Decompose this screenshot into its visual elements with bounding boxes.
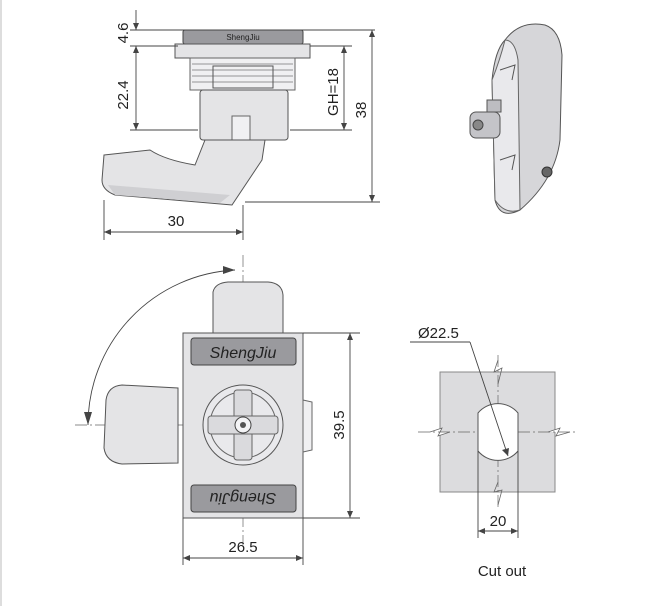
side-flange-text: ShengJiu: [226, 33, 259, 42]
perspective-screw-hole: [541, 166, 553, 178]
perspective-shaft-hole: [472, 119, 484, 131]
cutout-hole: [477, 403, 519, 461]
brand-bottom: ShengJiu: [210, 489, 277, 506]
perspective-clip-bottom: [499, 154, 516, 171]
perspective-view: [469, 23, 563, 214]
side-thread: [192, 63, 293, 83]
rotation-arc: [87, 269, 236, 426]
front-badge-top: [190, 337, 297, 366]
brand-top: ShengJiu: [210, 345, 277, 362]
side-view: ShengJiu: [101, 10, 380, 240]
side-handle-shadow: [108, 185, 230, 203]
dim-39-5: 39.5: [331, 410, 348, 439]
side-nut-window: [212, 65, 274, 89]
dim-38: 38: [353, 102, 370, 119]
dim-4-6: 4.6: [115, 23, 132, 44]
dim-30: 30: [168, 213, 185, 230]
front-badge-bottom: [190, 484, 297, 513]
perspective-face: [491, 39, 521, 212]
cutout-view: Ø22.5 20 Cut out: [410, 325, 578, 580]
dim-gh: GH=18: [325, 68, 342, 116]
dim-diameter: Ø22.5: [418, 325, 459, 342]
front-handle-top: [212, 281, 284, 335]
perspective-tab-top: [486, 99, 502, 113]
perspective-clip-top: [499, 64, 516, 81]
perspective-shaft: [469, 111, 501, 139]
cutout-label: Cut out: [478, 563, 527, 580]
front-handle-left: [103, 384, 179, 465]
dim-20: 20: [490, 513, 507, 530]
dim-26-5: 26.5: [228, 539, 257, 556]
front-keyhole-core: [240, 422, 246, 428]
front-view: ShengJiu ShengJiu 39.5 26.5: [75, 255, 360, 565]
front-side-nub: [302, 399, 313, 453]
dim-22-4: 22.4: [115, 80, 132, 109]
side-nut: [189, 57, 296, 91]
side-flange-plate: [174, 43, 311, 59]
